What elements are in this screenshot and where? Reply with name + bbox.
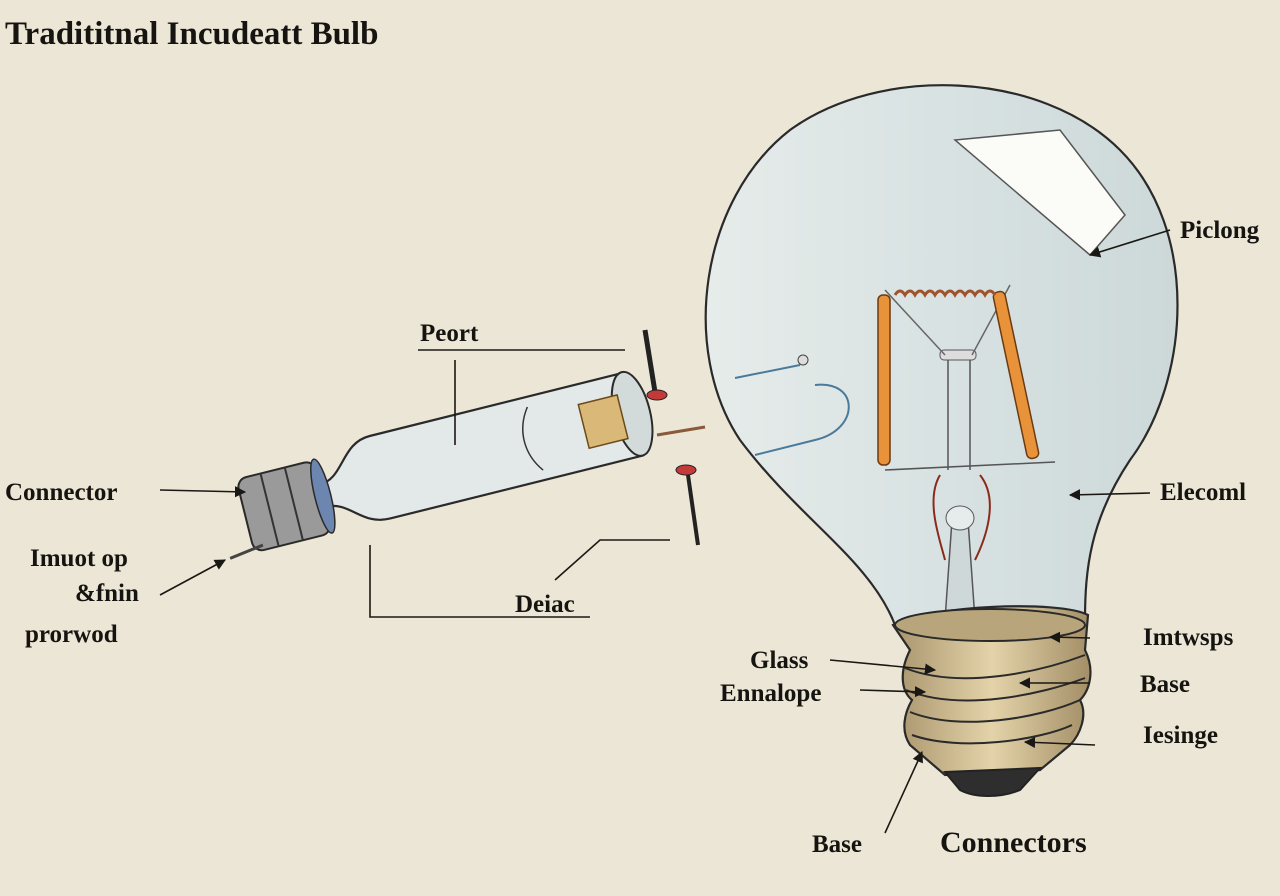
exploded-pins <box>642 329 706 546</box>
label-connector: Connector <box>5 479 117 506</box>
diagram-title: Tradititnal Incudeatt Bulb <box>5 16 378 52</box>
exploded-glass-tube <box>229 370 654 560</box>
label-base-bottom: Base <box>812 831 862 858</box>
label-glass: Glass <box>750 647 809 674</box>
filament-coil <box>893 289 997 298</box>
label-connectors: Connectors <box>940 826 1087 859</box>
label-iesinge: Iesinge <box>1143 722 1218 749</box>
glass-reflection <box>953 129 1126 257</box>
label-envelope: Ennalope <box>720 680 821 707</box>
base-contact-tip <box>942 766 1043 797</box>
bulb-screw-base <box>891 605 1092 797</box>
label-base-right: Base <box>1140 671 1190 698</box>
filament-assembly <box>734 284 1056 621</box>
label-imuot-2: &fnin <box>75 580 139 607</box>
label-deiac: Deiac <box>515 591 575 618</box>
label-piclong: Piclong <box>1180 217 1260 244</box>
label-imuot-3: prorwod <box>25 621 118 648</box>
label-peort: Peort <box>420 320 479 347</box>
label-imtwsps: Imtwsps <box>1143 624 1234 651</box>
leader-lines <box>159 229 1171 834</box>
label-elecoml: Elecoml <box>1160 479 1246 506</box>
label-imuot-1: Imuot op <box>30 545 128 572</box>
